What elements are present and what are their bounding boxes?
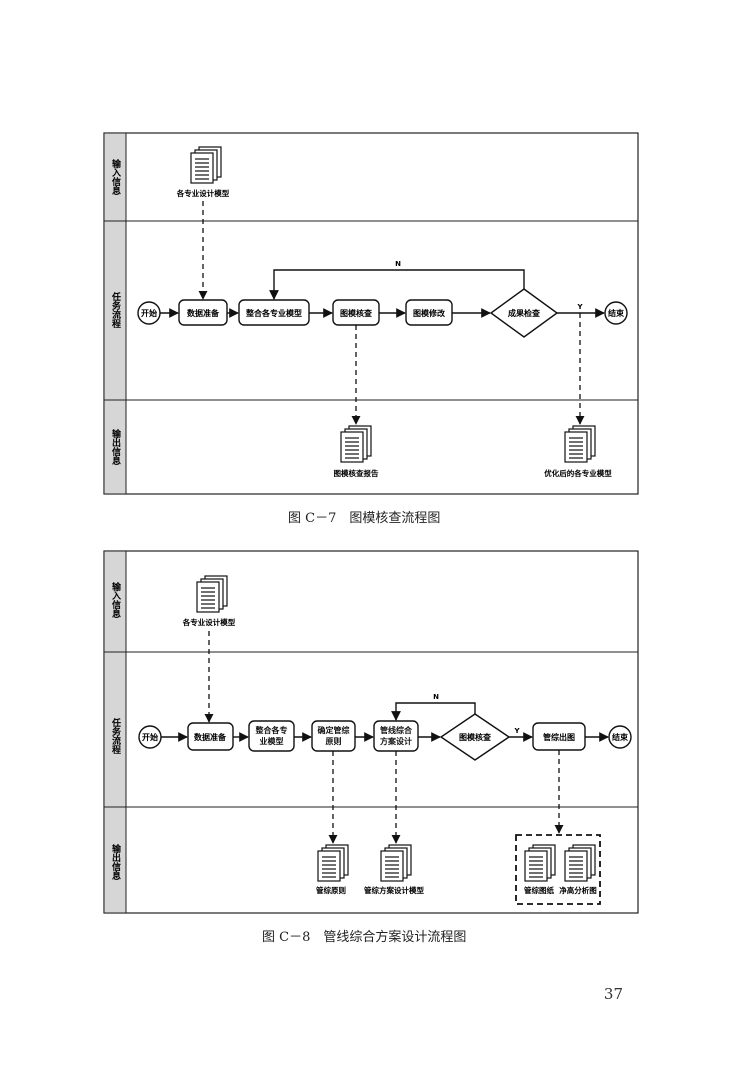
- figure-caption-c7: 图 C－7 图模核查流程图: [288, 511, 441, 526]
- step-define-principles-label: 确定管综原则: [317, 726, 350, 746]
- step-integrate-models-label: 整合各专业模型: [245, 308, 302, 318]
- page-number: 37: [603, 985, 623, 1003]
- step-model-check-label: 图模核查: [340, 308, 373, 318]
- input-document-icon: [190, 146, 222, 184]
- lane-label-output: 输出信息: [110, 428, 121, 466]
- output-group-box: [515, 834, 601, 905]
- end-label: 结束: [612, 732, 629, 742]
- output-document-label: 管综图纸: [524, 885, 554, 895]
- step-data-prep-label: 数据准备: [194, 732, 227, 742]
- lane-label-input: 输入信息: [110, 581, 122, 619]
- diagram-2: 输入信息 任务流程 输出信息 各专业设计模型 开始 数据准备 整合各专业模型 确…: [103, 550, 639, 914]
- output-document-icon: [564, 844, 596, 882]
- step-integrate-models: [248, 720, 295, 752]
- output-document-label: 优化后的各专业模型: [544, 468, 612, 478]
- output-document-icon: [524, 844, 556, 882]
- output-document-icon: [564, 425, 596, 463]
- lane-label-process: 任务流程: [110, 717, 122, 755]
- start-label: 开始: [141, 308, 157, 318]
- label-no: N: [433, 693, 439, 701]
- step-integrate-models-label: 整合各专业模型: [255, 726, 288, 746]
- decision-result-check-label: 成果检查: [508, 308, 541, 318]
- decision-model-check: [439, 713, 511, 761]
- output-document-icon: [380, 844, 412, 882]
- decision-result-check: [489, 288, 559, 338]
- output-document-icon: [340, 425, 372, 463]
- input-document-icon: [196, 575, 228, 613]
- output-document-label: 净高分析图: [559, 885, 597, 895]
- input-document-label: 各专业设计模型: [176, 188, 230, 198]
- end-node: [608, 725, 632, 749]
- output-document-label: 管综原则: [316, 885, 346, 895]
- start-label: 开始: [142, 732, 158, 742]
- diagram-1: 输入信息 任务流程 输出信息 各专业设计模型 开始 数据准备 整合各专业模型 图…: [103, 132, 639, 495]
- output-document-label: 管综方案设计模型: [364, 885, 424, 895]
- label-yes: Y: [576, 303, 583, 311]
- lane-header-column: [103, 550, 127, 914]
- step-model-revise-label: 图模修改: [413, 308, 446, 318]
- lane-label-input: 输入信息: [110, 158, 122, 196]
- output-document-icon: [317, 844, 349, 882]
- output-document-label: 图模核查报告: [334, 468, 379, 478]
- lane-header-column: [103, 132, 127, 495]
- lane-label-output: 输出信息: [110, 843, 121, 881]
- label-yes: Y: [513, 727, 520, 735]
- step-data-prep-label: 数据准备: [187, 308, 220, 318]
- end-label: 结束: [608, 308, 625, 318]
- input-document-label: 各专业设计模型: [182, 617, 236, 627]
- end-node: [604, 301, 628, 325]
- lane-label-process: 任务流程: [110, 291, 122, 329]
- label-no: N: [395, 260, 401, 268]
- step-drawing-output-label: 管综出图: [543, 732, 575, 742]
- figure-caption-c8: 图 C－8 管线综合方案设计流程图: [262, 930, 467, 945]
- decision-model-check-label: 图模核查: [459, 732, 492, 742]
- step-pipeline-design-label: 管线综合方案设计: [380, 726, 412, 746]
